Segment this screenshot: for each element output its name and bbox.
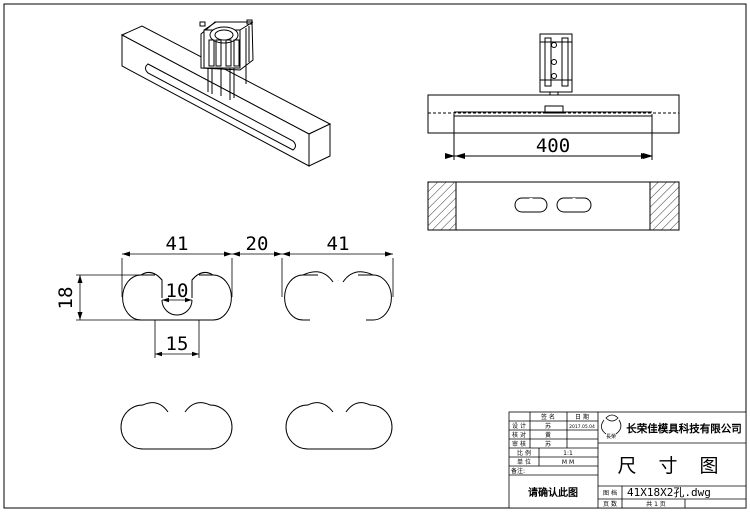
title-block (508, 411, 747, 509)
tb-file-label: 图 档 (603, 489, 617, 497)
tb-col-date: 日 期 (575, 413, 589, 421)
tb-scale-value: 1:1 (563, 450, 573, 457)
front-view (427, 33, 680, 160)
dim-height: 18 (55, 287, 77, 310)
tb-date: 2017.05.04 (569, 424, 595, 430)
slot-dimensions (76, 253, 394, 358)
dim-neck-width: 10 (166, 280, 189, 302)
dim-slot-length-2: 41 (327, 233, 350, 255)
slot-bottom-left (120, 402, 233, 450)
isometric-view (120, 19, 332, 167)
tb-designer: 苏 (545, 422, 551, 430)
tb-page-label: 页 数 (603, 500, 617, 508)
cylinder-iso (199, 19, 254, 100)
tb-file-name: 41X18X2孔.dwg (627, 486, 711, 499)
tb-auditor: 苏 (545, 440, 551, 448)
tb-company: 长荣佳模具科技有限公司 (626, 422, 742, 435)
drawing-border (3, 3, 747, 509)
slot-bottom-right (285, 402, 393, 450)
section-view (427, 181, 680, 231)
tb-unit-value: M M (562, 459, 574, 466)
dim-slot-length: 41 (166, 233, 189, 255)
tb-row-audit: 审 核 (512, 440, 526, 448)
svg-text:長榮: 長榮 (606, 433, 616, 440)
tb-row-design: 设 计 (512, 422, 526, 430)
tb-checker: 黄 (545, 431, 551, 439)
tb-remarks-label: 备注: (511, 467, 525, 475)
tb-drawing-title: 尺 寸 图 (617, 455, 726, 477)
dim-slot-gap: 20 (246, 233, 269, 255)
tb-scale-label: 比 例 (517, 449, 531, 457)
company-logo: 長榮 (601, 414, 622, 440)
dim-inner-width: 15 (166, 333, 189, 355)
dim-length: 400 (536, 135, 570, 157)
tb-confirm: 请确认此图 (528, 486, 578, 499)
tb-unit-label: 单 位 (517, 458, 531, 466)
tb-row-check: 核 对 (512, 431, 526, 439)
tb-col-sign: 签 名 (541, 413, 555, 421)
tb-page-total: 共 1 页 (646, 500, 666, 508)
